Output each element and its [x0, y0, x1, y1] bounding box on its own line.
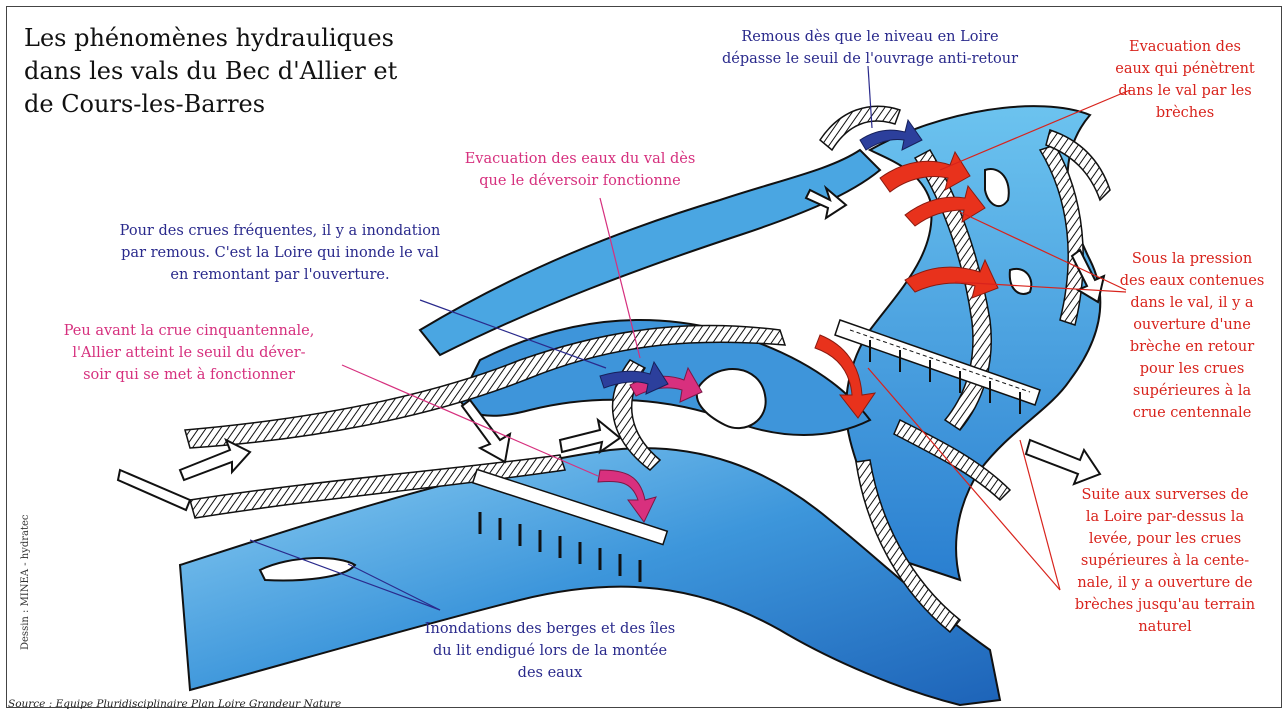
diagram-title: Les phénomènes hydrauliques dans les val…	[24, 22, 504, 121]
annotation-line: par remous. C'est la Loire qui inonde le…	[50, 242, 510, 264]
annotation-line: supérieures à la cente-	[1050, 550, 1280, 572]
annotation-line: dépasse le seuil de l'ouvrage anti-retou…	[680, 48, 1060, 70]
annotation-line: Inondations des berges et des îles	[380, 618, 720, 640]
annotation-line: du lit endigué lors de la montée	[380, 640, 720, 662]
annotation-line: Evacuation des	[1100, 36, 1270, 58]
drawing-credit: Dessin : MINEA - hydratec	[20, 514, 31, 650]
island-1	[697, 369, 766, 428]
annotation-line: Suite aux surverses de	[1050, 484, 1280, 506]
annotation-line: soir qui se met à fonctionner	[24, 364, 354, 386]
annotation-line: des eaux	[380, 662, 720, 684]
annotation-line: brèches	[1100, 102, 1270, 124]
annotation-line: dans le val par les	[1100, 80, 1270, 102]
annotation-line: supérieures à la	[1104, 380, 1280, 402]
annotation-line: en remontant par l'ouverture.	[50, 264, 510, 286]
annotation-remous: Remous dès que le niveau en Loire dépass…	[680, 26, 1060, 70]
annotation-crue-cinquantennale: Peu avant la crue cinquantennale, l'Alli…	[24, 320, 354, 386]
annotation-line: nale, il y a ouverture de	[1050, 572, 1280, 594]
annotation-line: eaux qui pénètrent	[1100, 58, 1270, 80]
title-line: Les phénomènes hydrauliques	[24, 22, 504, 55]
annotation-line: Evacuation des eaux du val dès	[420, 148, 740, 170]
annotation-line: dans le val, il y a	[1104, 292, 1280, 314]
annotation-evacuation-deversoir: Evacuation des eaux du val dès que le dé…	[420, 148, 740, 192]
annotation-pression: Sous la pression des eaux contenues dans…	[1104, 248, 1280, 424]
annotation-evacuation-breches: Evacuation des eaux qui pénètrent dans l…	[1100, 36, 1270, 124]
annotation-line: Peu avant la crue cinquantennale,	[24, 320, 354, 342]
source-caption: Source : Equipe Pluridisciplinaire Plan …	[8, 698, 341, 710]
annotation-line: Pour des crues fréquentes, il y a inonda…	[50, 220, 510, 242]
annotation-surverses: Suite aux surverses de la Loire par-dess…	[1050, 484, 1280, 638]
annotation-line: Sous la pression	[1104, 248, 1280, 270]
annotation-line: pour les crues	[1104, 358, 1280, 380]
annotation-line: crue centennale	[1104, 402, 1280, 424]
annotation-line: naturel	[1050, 616, 1280, 638]
title-line: de Cours-les-Barres	[24, 88, 504, 121]
annotation-line: des eaux contenues	[1104, 270, 1280, 292]
annotation-line: l'Allier atteint le seuil du déver-	[24, 342, 354, 364]
title-line: dans les vals du Bec d'Allier et	[24, 55, 504, 88]
annotation-line: la Loire par-dessus la	[1050, 506, 1280, 528]
annotation-line: brèche en retour	[1104, 336, 1280, 358]
annotation-line: ouverture d'une	[1104, 314, 1280, 336]
annotation-line: que le déversoir fonctionne	[420, 170, 740, 192]
annotation-line: Remous dès que le niveau en Loire	[680, 26, 1060, 48]
annotation-line: levée, pour les crues	[1050, 528, 1280, 550]
annotation-crues-frequentes: Pour des crues fréquentes, il y a inonda…	[50, 220, 510, 286]
annotation-inondations-berges: Inondations des berges et des îles du li…	[380, 618, 720, 684]
annotation-line: brèches jusqu'au terrain	[1050, 594, 1280, 616]
